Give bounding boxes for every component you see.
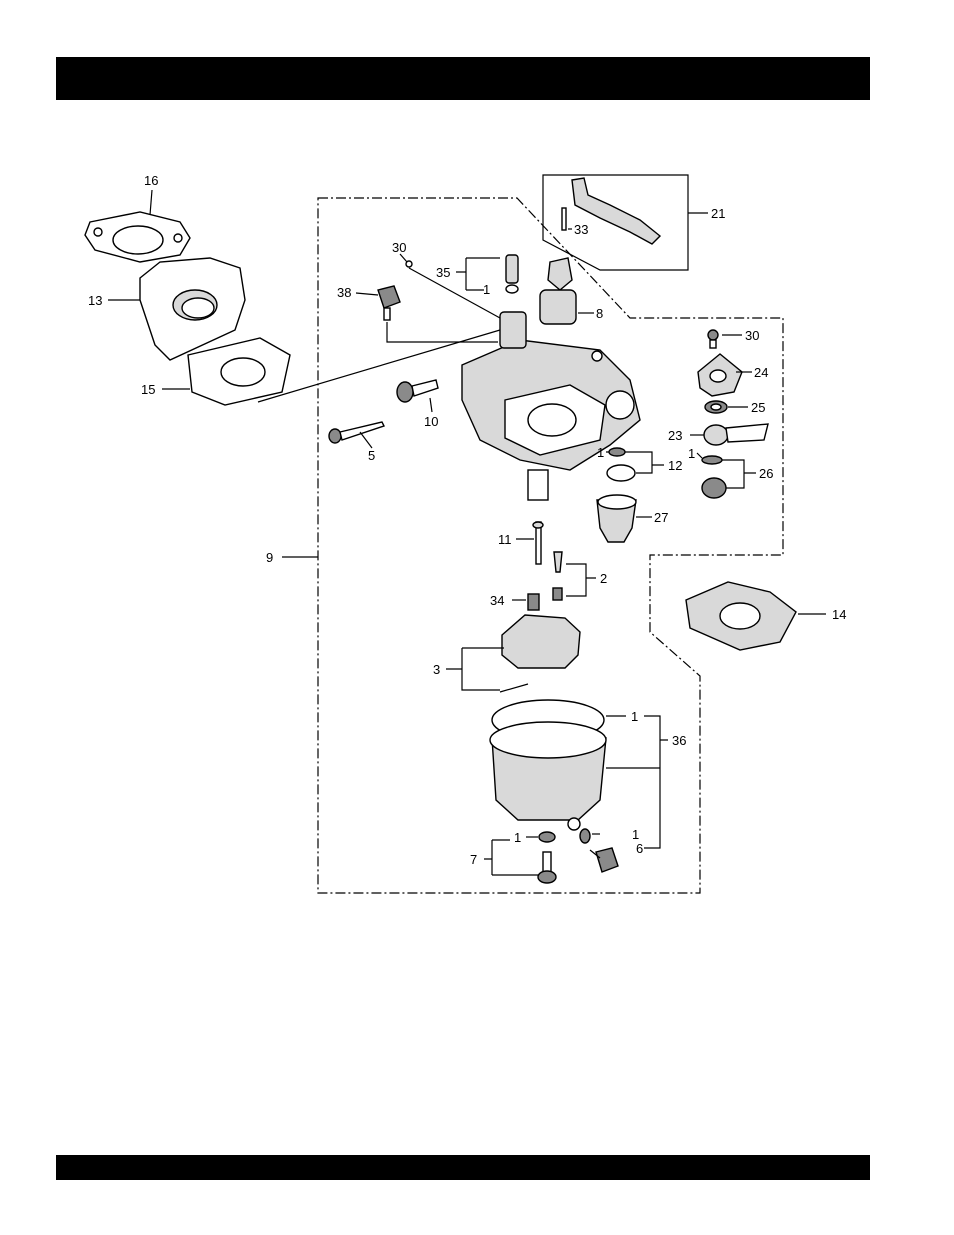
callout-1b: 1 xyxy=(597,445,604,460)
washer-part-1a xyxy=(609,448,625,456)
callout-15: 15 xyxy=(141,382,155,397)
float-part-3 xyxy=(500,615,580,692)
callout-21: 21 xyxy=(711,206,725,221)
washer-part-1c xyxy=(539,832,555,842)
screw-part-30b xyxy=(708,330,718,348)
callout-5: 5 xyxy=(368,448,375,463)
callout-30: 30 xyxy=(392,240,406,255)
callout-12: 12 xyxy=(668,458,682,473)
callout-7: 7 xyxy=(470,852,477,867)
gasket-part-15 xyxy=(188,338,290,405)
needle-part-11 xyxy=(533,522,543,564)
callout-6: 6 xyxy=(636,841,643,856)
callout-1a: 1 xyxy=(483,282,490,297)
callout-26: 26 xyxy=(759,466,773,481)
callout-35: 35 xyxy=(436,265,450,280)
callout-25: 25 xyxy=(751,400,765,415)
callout-1d: 1 xyxy=(631,709,638,724)
callout-38: 38 xyxy=(337,285,351,300)
callout-1e: 1 xyxy=(514,830,521,845)
callout-30b: 30 xyxy=(745,328,759,343)
valve-part-26 xyxy=(702,478,726,498)
callout-8: 8 xyxy=(596,306,603,321)
float-bowl-part-36 xyxy=(490,700,606,830)
callout-11: 11 xyxy=(498,532,512,547)
screw-part-5 xyxy=(329,422,384,443)
gasket-part-14 xyxy=(686,582,796,650)
o-ring-part-12 xyxy=(607,465,635,481)
callout-16: 16 xyxy=(144,173,158,188)
callout-3: 3 xyxy=(433,662,440,677)
callout-36: 36 xyxy=(672,733,686,748)
callout-2: 2 xyxy=(600,571,607,586)
screw-part-35 xyxy=(506,255,518,293)
callout-13: 13 xyxy=(88,293,102,308)
callout-9: 9 xyxy=(266,550,273,565)
bolt-part-7 xyxy=(538,852,556,883)
callout-1f: 1 xyxy=(632,827,639,842)
float-chamber-part-27 xyxy=(597,495,636,542)
callout-14: 14 xyxy=(832,607,846,622)
drain-bolt-part-6 xyxy=(590,848,618,872)
needle-part-2 xyxy=(553,552,562,600)
callout-24: 24 xyxy=(754,365,768,380)
washer-part-1b xyxy=(702,456,722,464)
screw-part-10 xyxy=(397,380,438,402)
jet-part-34 xyxy=(528,594,539,610)
washer-part-1d xyxy=(580,829,590,843)
choke-valve-part-8 xyxy=(540,258,576,324)
callout-34: 34 xyxy=(490,593,504,608)
callout-33: 33 xyxy=(574,222,588,237)
footer-bar xyxy=(56,1155,870,1180)
lever-part-23 xyxy=(704,424,768,445)
callout-10: 10 xyxy=(424,414,438,429)
callout-23: 23 xyxy=(668,428,682,443)
jet-part-38 xyxy=(378,286,400,320)
callout-27: 27 xyxy=(654,510,668,525)
gasket-part-16 xyxy=(85,212,190,262)
callout-1c: 1 xyxy=(688,446,695,461)
